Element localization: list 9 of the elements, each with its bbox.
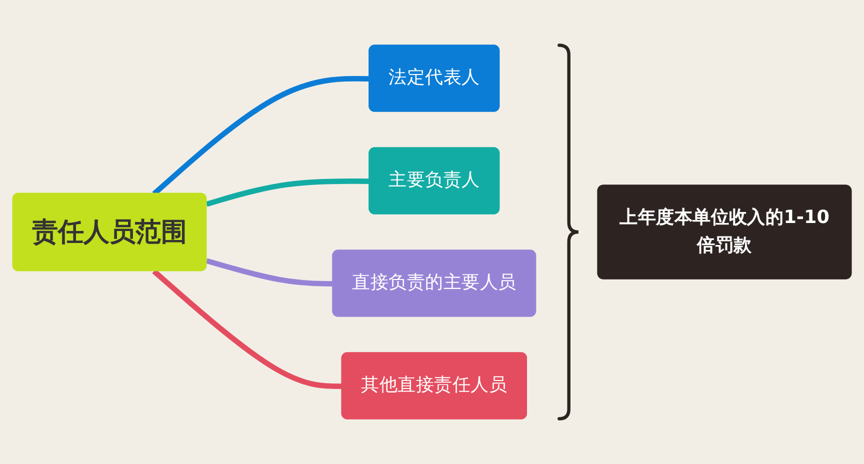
branch-line <box>206 178 370 207</box>
branch-box: 主要负责人 <box>368 147 500 214</box>
branch-box: 其他直接责任人员 <box>341 352 527 420</box>
branch-line <box>206 258 334 286</box>
branch-line <box>152 269 342 389</box>
penalty-note-box: 上年度本单位收入的1-10倍罚款 <box>597 184 852 280</box>
branch-box: 直接负责的主要人员 <box>332 250 536 317</box>
branch-box: 法定代表人 <box>368 44 500 112</box>
central-topic-box: 责任人员范围 <box>12 192 207 272</box>
